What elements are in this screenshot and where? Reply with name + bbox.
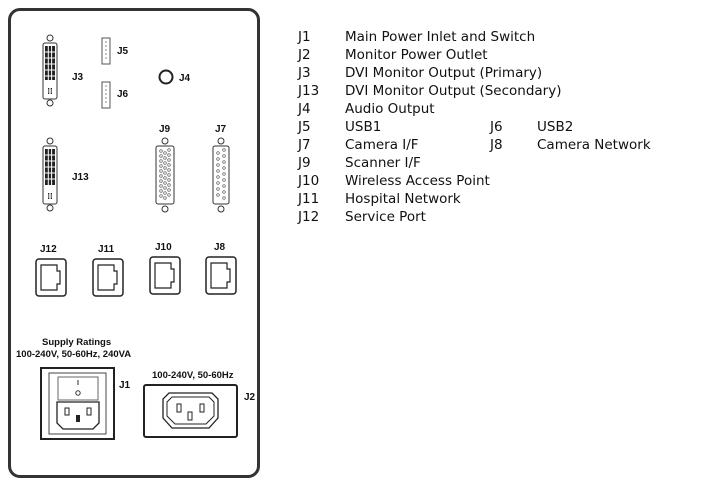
label-j13: J13: [72, 172, 89, 183]
supply-ratings-title: Supply Ratings: [42, 337, 112, 348]
monitor-power-outlet-j2: [143, 384, 238, 438]
label-j11: J11: [98, 244, 115, 255]
label-j4: J4: [179, 73, 191, 84]
label-j1: J1: [119, 380, 131, 391]
label-j9: J9: [159, 124, 171, 135]
label-j5: J5: [117, 46, 129, 57]
label-j2: J2: [244, 392, 256, 403]
rj45-port-j12: [35, 258, 67, 297]
dvi-connector-j3: ⁞⁞: [42, 34, 58, 107]
dvi-connector-j13: ⁞⁞: [42, 137, 58, 212]
rj45-port-j11: [92, 258, 124, 297]
svg-text:⁞⁞: ⁞⁞: [47, 192, 52, 201]
label-j12: J12: [40, 244, 57, 255]
svg-text:⁞⁞: ⁞⁞: [47, 87, 52, 96]
outlet-rating: 100-240V, 50-60Hz: [152, 370, 234, 381]
label-j6: J6: [117, 89, 129, 100]
audio-jack-j4: [158, 69, 174, 85]
label-j10: J10: [155, 242, 172, 253]
power-inlet-switch-j1: [40, 367, 115, 440]
rj45-port-j10: [149, 256, 181, 295]
usb-connector-j6: [101, 81, 111, 109]
label-j3: J3: [72, 72, 84, 83]
label-j7: J7: [215, 124, 227, 135]
supply-ratings-value: 100-240V, 50-60Hz, 240VA: [16, 349, 132, 360]
db-connector-j7: [212, 137, 230, 213]
rj45-port-j8: [205, 256, 237, 295]
usb-connector-j5: [101, 37, 111, 65]
db-connector-j9: [155, 137, 175, 213]
label-j8: J8: [214, 242, 226, 253]
